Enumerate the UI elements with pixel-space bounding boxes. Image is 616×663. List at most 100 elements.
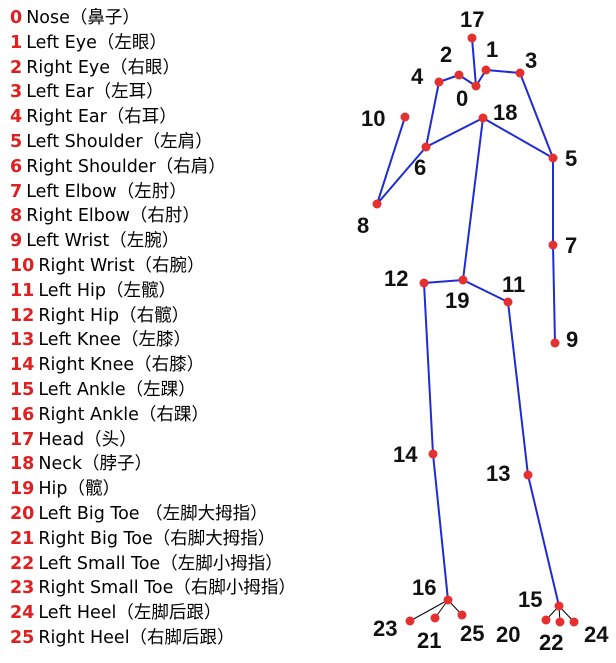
bone-12-14 <box>423 282 434 455</box>
legend-label: Right Eye（右眼） <box>26 57 181 78</box>
joint-label-13: 13 <box>486 461 510 486</box>
legend-label: Left Elbow（左肘） <box>26 181 187 202</box>
joint-label-2: 2 <box>440 42 452 67</box>
joint-label-12: 12 <box>384 266 408 291</box>
legend-label: Left Small Toe（左脚小拇指） <box>38 553 283 574</box>
joint-9 <box>550 338 560 348</box>
joint-label-20: 20 <box>496 622 520 647</box>
legend-label: Left Hip（左髋） <box>38 280 176 301</box>
legend-number: 3 <box>10 82 23 103</box>
foot-line-16-23 <box>409 599 449 622</box>
legend-label: Nose（鼻子） <box>26 8 140 28</box>
legend-number: 22 <box>10 553 35 574</box>
legend-number: 15 <box>10 379 35 400</box>
joint-6 <box>421 142 431 152</box>
joint-label-3: 3 <box>525 48 537 73</box>
joint-25 <box>457 610 467 620</box>
legend-label: Left Shoulder（左肩） <box>26 131 213 152</box>
joint-13 <box>523 470 533 480</box>
joint-label-24: 24 <box>584 622 609 647</box>
legend-number: 4 <box>10 107 23 128</box>
legend-label: Left Ear（左耳） <box>26 82 164 103</box>
legend-number: 18 <box>10 454 35 475</box>
joint-label-21: 21 <box>417 628 441 653</box>
legend-label: Right Ankle（右踝） <box>38 404 209 425</box>
joint-2 <box>454 70 464 80</box>
joint-label-0: 0 <box>456 86 468 111</box>
joint-4 <box>434 77 444 87</box>
joint-label-14: 14 <box>393 442 418 467</box>
joint-14 <box>428 449 438 459</box>
joint-label-6: 6 <box>414 155 426 180</box>
legend-label: Left Ankle（左踝） <box>38 379 196 400</box>
joint-label-7: 7 <box>565 233 577 258</box>
legend-number: 7 <box>10 181 23 202</box>
joint-label-19: 19 <box>445 288 469 313</box>
joint-label-23: 23 <box>373 616 397 641</box>
legend-number: 0 <box>10 8 23 28</box>
legend-number: 23 <box>10 578 35 599</box>
joint-8 <box>372 199 382 209</box>
joint-label-22: 22 <box>539 630 563 655</box>
joint-label-25: 25 <box>460 621 484 646</box>
legend-number: 14 <box>10 355 35 376</box>
legend-number: 24 <box>10 603 35 624</box>
joint-label-4: 4 <box>411 64 424 89</box>
legend-number: 16 <box>10 404 35 425</box>
joint-label-17: 17 <box>460 7 484 32</box>
legend-number: 2 <box>10 57 23 78</box>
bone-3-5 <box>519 72 554 159</box>
bone-18-19 <box>462 117 484 281</box>
legend-number: 6 <box>10 156 23 177</box>
legend-label: Right Wrist（右腕） <box>38 255 205 276</box>
bone-6-8 <box>376 146 427 205</box>
joint-label-5: 5 <box>565 146 577 171</box>
joint-21 <box>430 613 440 623</box>
joint-label-11: 11 <box>502 272 525 297</box>
legend-label: Right Knee（右膝） <box>38 355 205 376</box>
joint-15 <box>554 601 564 611</box>
joint-5 <box>548 153 558 163</box>
joint-10 <box>400 112 410 122</box>
bone-7-9 <box>552 244 556 344</box>
joint-11 <box>503 297 513 307</box>
legend-number: 20 <box>10 503 35 524</box>
legend-label: Right Heel（右脚后跟） <box>38 627 235 648</box>
joint-22 <box>555 617 565 627</box>
legend-number: 13 <box>10 330 35 351</box>
joint-16 <box>443 595 453 605</box>
legend-label: Head（头） <box>38 429 137 450</box>
bone-4-6 <box>425 81 440 148</box>
joint-0 <box>471 81 481 91</box>
legend-number: 10 <box>10 255 35 276</box>
legend-label: Right Ear（右耳） <box>26 107 177 128</box>
legend-label: Right Hip（右髋） <box>38 305 190 326</box>
legend-label: Left Wrist（左腕） <box>26 231 180 252</box>
joint-19 <box>458 275 468 285</box>
joint-label-1: 1 <box>486 37 498 62</box>
joint-label-9: 9 <box>566 327 578 352</box>
bone-19-11 <box>462 279 509 303</box>
legend-number: 21 <box>10 528 35 549</box>
